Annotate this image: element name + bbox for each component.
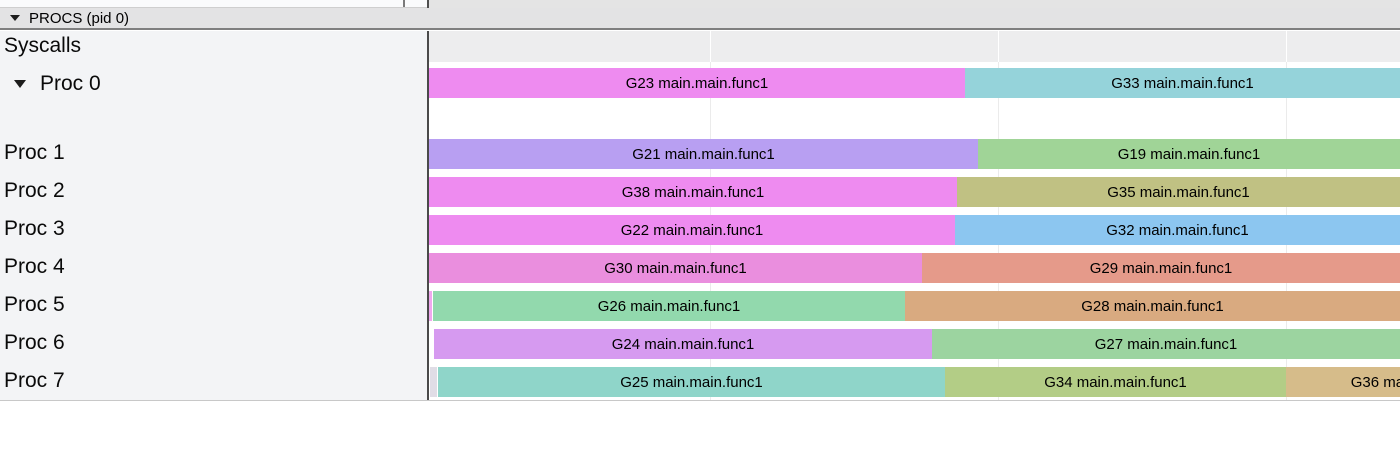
sidebar-row-syscalls: Syscalls: [0, 31, 427, 61]
track-label: Proc 5: [4, 293, 65, 316]
slice-g21[interactable]: G21 main.main.func1: [429, 139, 978, 169]
slice-label: G29 main.main.func1: [1089, 259, 1233, 277]
track-label: Proc 4: [4, 255, 65, 278]
slice-g24[interactable]: G24 main.main.func1: [434, 329, 932, 359]
slice-g29[interactable]: G29 main.main.func1: [922, 253, 1400, 283]
track-label: Proc 1: [4, 141, 65, 164]
slice-label: G28 main.main.func1: [1081, 297, 1224, 315]
sidebar-row-proc-0[interactable]: Proc 0: [0, 69, 427, 99]
slice-g26[interactable]: G26 main.main.func1: [433, 291, 905, 321]
sidebar-divider: [427, 31, 429, 400]
slice-g38[interactable]: G38 main.main.func1: [429, 177, 957, 207]
slice-label: G35 main.main.func1: [1107, 183, 1250, 201]
track-label: Proc 6: [4, 331, 65, 354]
slice-label: G27 main.main.func1: [1094, 335, 1238, 353]
slice-label: G23 main.main.func1: [625, 74, 769, 92]
top-strip-sidebar: [0, 0, 427, 8]
syscalls-track: [429, 31, 1400, 62]
slice-g32[interactable]: G32 main.main.func1: [955, 215, 1400, 245]
time-gridline: [1286, 31, 1287, 62]
track-label: Syscalls: [4, 34, 82, 57]
sidebar-row-proc-6: Proc 6: [0, 328, 427, 358]
slice-g25[interactable]: G25 main.main.func1: [438, 367, 945, 397]
slice-g19[interactable]: G19 main.main.func1: [978, 139, 1400, 169]
top-strip-track: [427, 0, 1400, 8]
time-gridline: [998, 31, 999, 62]
slice-label: G24 main.main.func1: [611, 335, 755, 353]
track-label: Proc 3: [4, 217, 65, 240]
group-title: PROCS (pid 0): [29, 9, 130, 27]
collapse-icon: [14, 80, 26, 88]
track-label: Proc 7: [4, 369, 65, 392]
time-gridline: [710, 31, 711, 62]
slice-g28[interactable]: G28 main.main.func1: [905, 291, 1400, 321]
slice-g22[interactable]: G22 main.main.func1: [429, 215, 955, 245]
collapse-icon: [10, 15, 20, 21]
sidebar-row-proc-2: Proc 2: [0, 176, 427, 206]
slice-label: G36 main.main.func1: [1350, 373, 1400, 391]
slice-label: G33 main.main.func1: [1111, 74, 1254, 92]
slice-g23[interactable]: G23 main.main.func1: [429, 68, 965, 98]
slice-label: G30 main.main.func1: [604, 259, 747, 277]
slice-g35[interactable]: G35 main.main.func1: [957, 177, 1400, 207]
slice-sliver[interactable]: [429, 291, 432, 321]
sidebar-row-proc-1: Proc 1: [0, 138, 427, 168]
slice-g30[interactable]: G30 main.main.func1: [429, 253, 922, 283]
sidebar-row-proc-4: Proc 4: [0, 252, 427, 282]
slice-g36[interactable]: G36 main.main.func1: [1286, 367, 1400, 397]
sidebar-row-proc-5: Proc 5: [0, 290, 427, 320]
slice-sliver[interactable]: [430, 367, 437, 397]
sidebar: [0, 31, 427, 400]
slice-label: G32 main.main.func1: [1106, 221, 1249, 239]
slice-label: G25 main.main.func1: [620, 373, 763, 391]
track-label: Proc 2: [4, 179, 65, 202]
top-track-divider: [403, 0, 405, 7]
slice-g27[interactable]: G27 main.main.func1: [932, 329, 1400, 359]
sidebar-row-proc-7: Proc 7: [0, 366, 427, 396]
procs-group-header[interactable]: PROCS (pid 0): [0, 8, 1400, 30]
track-label: Proc 0: [40, 72, 101, 95]
slice-g34[interactable]: G34 main.main.func1: [945, 367, 1286, 397]
slice-label: G22 main.main.func1: [620, 221, 764, 239]
slice-label: G26 main.main.func1: [597, 297, 741, 315]
slice-label: G38 main.main.func1: [621, 183, 765, 201]
sidebar-divider-top: [427, 0, 429, 8]
slice-label: G34 main.main.func1: [1044, 373, 1187, 391]
sidebar-row-proc-3: Proc 3: [0, 214, 427, 244]
slice-label: G21 main.main.func1: [632, 145, 775, 163]
slice-g33[interactable]: G33 main.main.func1: [965, 68, 1400, 98]
timeline-bottom-border: [0, 400, 1400, 401]
slice-label: G19 main.main.func1: [1117, 145, 1261, 163]
